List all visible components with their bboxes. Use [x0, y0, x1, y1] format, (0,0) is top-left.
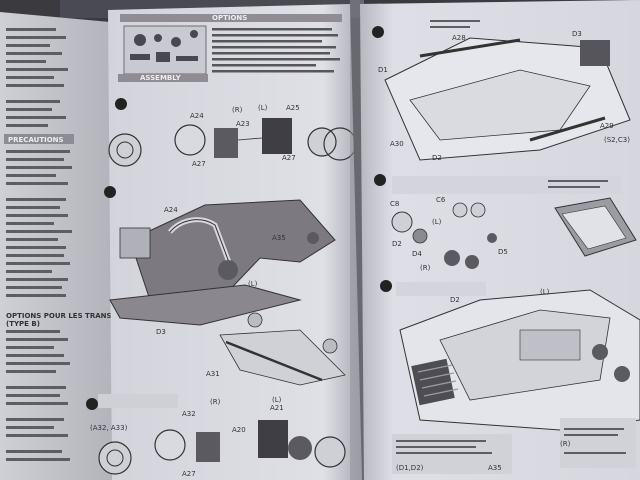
step-3: 3 (A32, A33) A32 A21 A20 A27 (R) (L)	[86, 394, 346, 478]
options-bar	[120, 14, 342, 22]
step-2-label-d3: D3	[156, 328, 166, 336]
step-10-rear-part	[580, 40, 610, 66]
step-1-label-a24: A24	[190, 112, 204, 120]
step-11-label-c6: C6	[436, 196, 446, 204]
step-1-number: 1	[118, 100, 124, 109]
step-11-badge	[374, 174, 386, 186]
step-10-strip-bottom	[529, 116, 606, 142]
step-1-label-left: (L)	[258, 104, 268, 112]
step-3-suspension	[258, 420, 288, 458]
decal-shapes	[130, 30, 198, 62]
step-2-badge	[104, 186, 116, 198]
step-3-label-a20: A20	[232, 426, 246, 434]
spine-shadow	[350, 0, 364, 480]
step-2-label-a24: A24	[164, 206, 178, 214]
step-1-label-a25: A25	[286, 104, 300, 112]
step-2-number: 2	[107, 188, 113, 197]
step-12-label-d1-d2: (D1,D2)	[396, 464, 424, 472]
step-1-label-a27-right: A27	[282, 154, 296, 162]
step-12-label-d2: D2	[450, 296, 460, 304]
step-10-badge	[372, 26, 384, 38]
step-11-label-d4: D4	[412, 250, 422, 258]
step-12-label-a35: A35	[488, 464, 502, 472]
step-1-label-a23: A23	[236, 120, 250, 128]
step-10-label-a29: A29	[600, 122, 614, 130]
step-12-badge	[380, 280, 392, 292]
step-3-tire	[154, 429, 186, 461]
step-12-tip-box	[560, 418, 636, 468]
assembly-bar	[118, 74, 208, 82]
step-12: 12 D2 (L) (R) (D1,D2) A35	[380, 280, 640, 474]
step-2-label-a31: A31	[206, 370, 220, 378]
transfer-options-note: OPTIONS POUR LES TRANSFERTS	[6, 312, 136, 320]
precautions-title: PRECAUTIONS	[8, 136, 64, 144]
step-10-label-a30: A30	[390, 140, 404, 148]
step-1-tire	[174, 124, 206, 156]
step-2-label-a35: A35	[272, 234, 286, 242]
step-10-strip-top	[419, 38, 521, 58]
step-11-caption	[392, 176, 622, 194]
assembly-title: ASSEMBLY	[140, 74, 182, 82]
step-12-grille-slats	[417, 364, 459, 397]
step-11-light-unit	[444, 250, 460, 266]
step-1-badge	[115, 98, 127, 110]
step-12-caption	[396, 282, 486, 296]
step-10: 10 D1 D2 D3 A29 A28 A30 (S2,C3)	[372, 26, 631, 162]
step-3-label-a21: A21	[270, 404, 284, 412]
step-11-label-c8: C8	[390, 200, 399, 208]
step-11-light-left	[391, 211, 413, 233]
step-3-caption	[98, 394, 178, 408]
step-10-label-s2-c3: (S2,C3)	[604, 136, 630, 144]
right-page-text	[396, 20, 626, 454]
options-title: OPTIONS	[212, 14, 247, 22]
step-2-undertray	[109, 284, 302, 326]
step-10-number: 10	[372, 29, 382, 37]
step-10-label-d3: D3	[572, 30, 582, 38]
precautions-bar	[4, 134, 74, 144]
step-3-label-a32-a33: (A32, A33)	[90, 424, 128, 432]
step-11-label-d2: D2	[392, 240, 402, 248]
step-10-label-d1: D1	[378, 66, 388, 74]
step-3-wheel-right	[314, 436, 346, 468]
step-1-suspension	[262, 118, 292, 154]
step-2-inset	[219, 312, 346, 386]
step-11-number: 11	[375, 177, 385, 185]
step-2-hub	[218, 260, 238, 280]
step-3-badge	[86, 398, 98, 410]
step-3-wheel-left	[98, 441, 132, 475]
step-1-label-a27-left: A27	[192, 160, 206, 168]
step-11-label-left: (L)	[432, 218, 442, 226]
step-1-wheel-left	[108, 133, 142, 167]
step-10-label-d2: D2	[432, 154, 442, 162]
step-11-label-d5: D5	[498, 248, 508, 256]
step-11-label-right: (R)	[420, 264, 431, 272]
options-text	[212, 28, 340, 73]
step-3-label-left: (L)	[272, 396, 282, 404]
step-3-number: 3	[89, 400, 95, 409]
left-sheet-paragraphs	[6, 150, 72, 461]
left-sheet-text	[6, 28, 68, 127]
step-3-label-a32: A32	[182, 410, 196, 418]
step-12-label-left: (L)	[540, 288, 550, 296]
step-1: 1 A24 A23 A25 A27 A27 (R) (L)	[108, 98, 357, 168]
step-2-label-left: (L)	[248, 280, 258, 288]
step-3-label-a27: A27	[182, 470, 196, 478]
step-1-brake	[214, 128, 238, 158]
step-3-brake	[196, 432, 220, 462]
step-2: 2 A24 A35 D3 (L) A31	[104, 186, 346, 386]
step-1-label-right: (R)	[232, 106, 243, 114]
step-1-wheel-right	[307, 127, 337, 157]
step-2-front-part	[119, 227, 151, 259]
step-12-number: 12	[380, 283, 390, 291]
step-3-label-right: (R)	[210, 398, 221, 406]
step-12-grille	[411, 358, 455, 406]
step-10-label-a28: A28	[452, 34, 466, 42]
transfer-type-note: (TYPE B)	[6, 320, 40, 328]
step-12-label-right: (R)	[560, 440, 571, 448]
